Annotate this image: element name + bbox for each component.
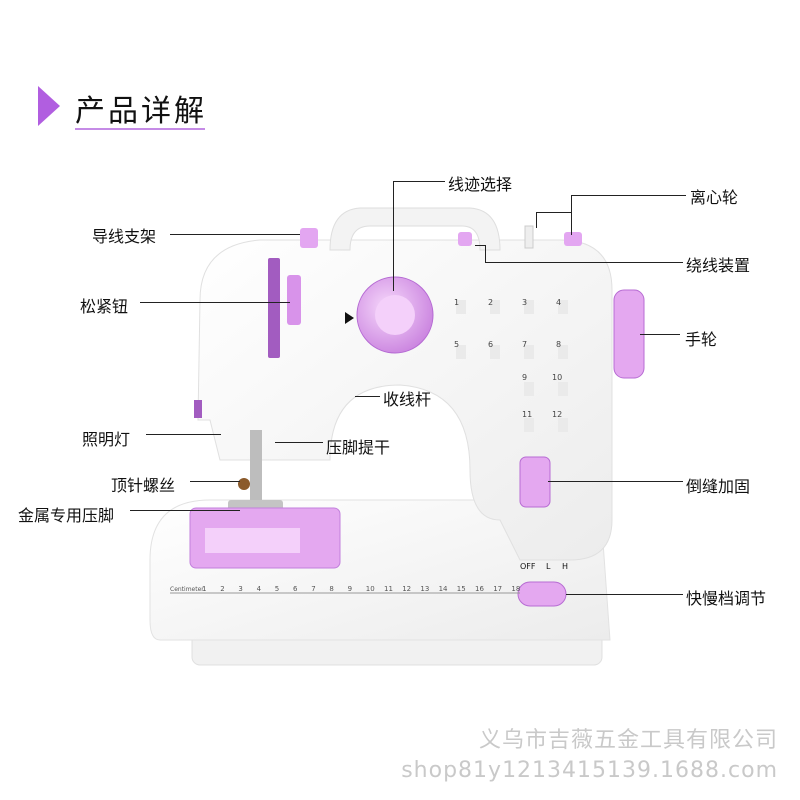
callout-thread-stand: 导线支架 xyxy=(92,227,157,246)
ruler-tick-label: 7 xyxy=(311,585,316,593)
callout-take-up-lever: 收线杆 xyxy=(383,390,432,409)
stitch-number: 9 xyxy=(522,373,528,382)
stitch-number: 6 xyxy=(488,340,494,349)
ruler-tick-label: 8 xyxy=(329,585,334,593)
stitch-number: 4 xyxy=(556,298,562,307)
ruler-tick-label: 1 xyxy=(202,585,207,593)
page-title: 产品详解 xyxy=(75,94,207,129)
ruler-tick-label: 12 xyxy=(402,585,412,593)
ruler-tick-label: 2 xyxy=(220,585,225,593)
speed-off-label: OFF xyxy=(520,562,536,571)
stitch-number: 1 xyxy=(454,298,460,307)
callout-tension-knob: 松紧钮 xyxy=(80,297,129,316)
callout-stitch-selector: 线迹选择 xyxy=(448,175,513,194)
needle-screw xyxy=(238,478,250,490)
callout-bobbin-winder: 绕线装置 xyxy=(686,256,751,275)
stitch-number: 8 xyxy=(556,340,562,349)
ruler-tick-label: 5 xyxy=(274,585,280,593)
ruler-tick-label: 16 xyxy=(475,585,484,593)
title-underline xyxy=(75,128,205,130)
ruler-tick-label: 13 xyxy=(420,585,430,593)
callout-presser-foot: 金属专用压脚 xyxy=(18,506,115,525)
stitch-number: 2 xyxy=(488,298,494,307)
needle-bar xyxy=(250,430,262,510)
reverse-stitch-lever xyxy=(519,456,551,508)
ruler-tick-label: 15 xyxy=(456,585,466,593)
stitch-number: 7 xyxy=(522,340,528,349)
tension-knob xyxy=(268,258,280,358)
stitch-number: 12 xyxy=(552,410,563,419)
stitch-number: 11 xyxy=(522,410,533,419)
speed-switch xyxy=(517,581,567,607)
stitch-number: 5 xyxy=(454,340,460,349)
ruler-tick-label: 6 xyxy=(293,585,298,593)
watermark-url: shop81y1213415139.1688.com xyxy=(401,758,778,783)
callout-reverse-stitch: 倒缝加固 xyxy=(686,477,751,496)
machine-body xyxy=(197,239,613,561)
ruler-tick-label: 14 xyxy=(438,585,448,593)
ruler-tick-label: 3 xyxy=(238,585,243,593)
light-icon xyxy=(194,400,202,418)
callout-light: 照明灯 xyxy=(82,430,131,449)
ruler-tick-label: 9 xyxy=(347,585,353,593)
callout-eccentric-wheel: 离心轮 xyxy=(690,188,739,207)
stitch-number: 10 xyxy=(552,373,563,382)
ruler-tick-label: 18 xyxy=(511,585,521,593)
eccentric-wheel-part xyxy=(564,232,582,246)
callout-presser-lifter: 压脚提干 xyxy=(326,438,391,457)
ruler-tick-label: 17 xyxy=(493,585,503,593)
ruler-tick-label: 10 xyxy=(365,585,375,593)
callout-handwheel: 手轮 xyxy=(685,330,718,349)
carry-handle xyxy=(329,207,501,251)
stitch-number: 3 xyxy=(522,298,528,307)
callout-speed-switch: 快慢档调节 xyxy=(686,589,767,608)
watermark-company: 义乌市吉薇五金工具有限公司 xyxy=(478,728,778,753)
ruler-tick-label: 4 xyxy=(256,585,262,593)
bobbin-winder-part xyxy=(458,232,472,246)
callout-needle-screw: 顶针螺丝 xyxy=(111,476,176,495)
stitch-chart xyxy=(456,300,568,432)
speed-high-label: H xyxy=(562,562,569,571)
heading-arrow-icon xyxy=(38,86,60,126)
ruler-tick-label: 11 xyxy=(384,585,393,593)
thread-stand-spool xyxy=(300,228,318,248)
speed-low-label: L xyxy=(546,562,551,571)
ruler-label: Centimeter xyxy=(170,586,204,593)
